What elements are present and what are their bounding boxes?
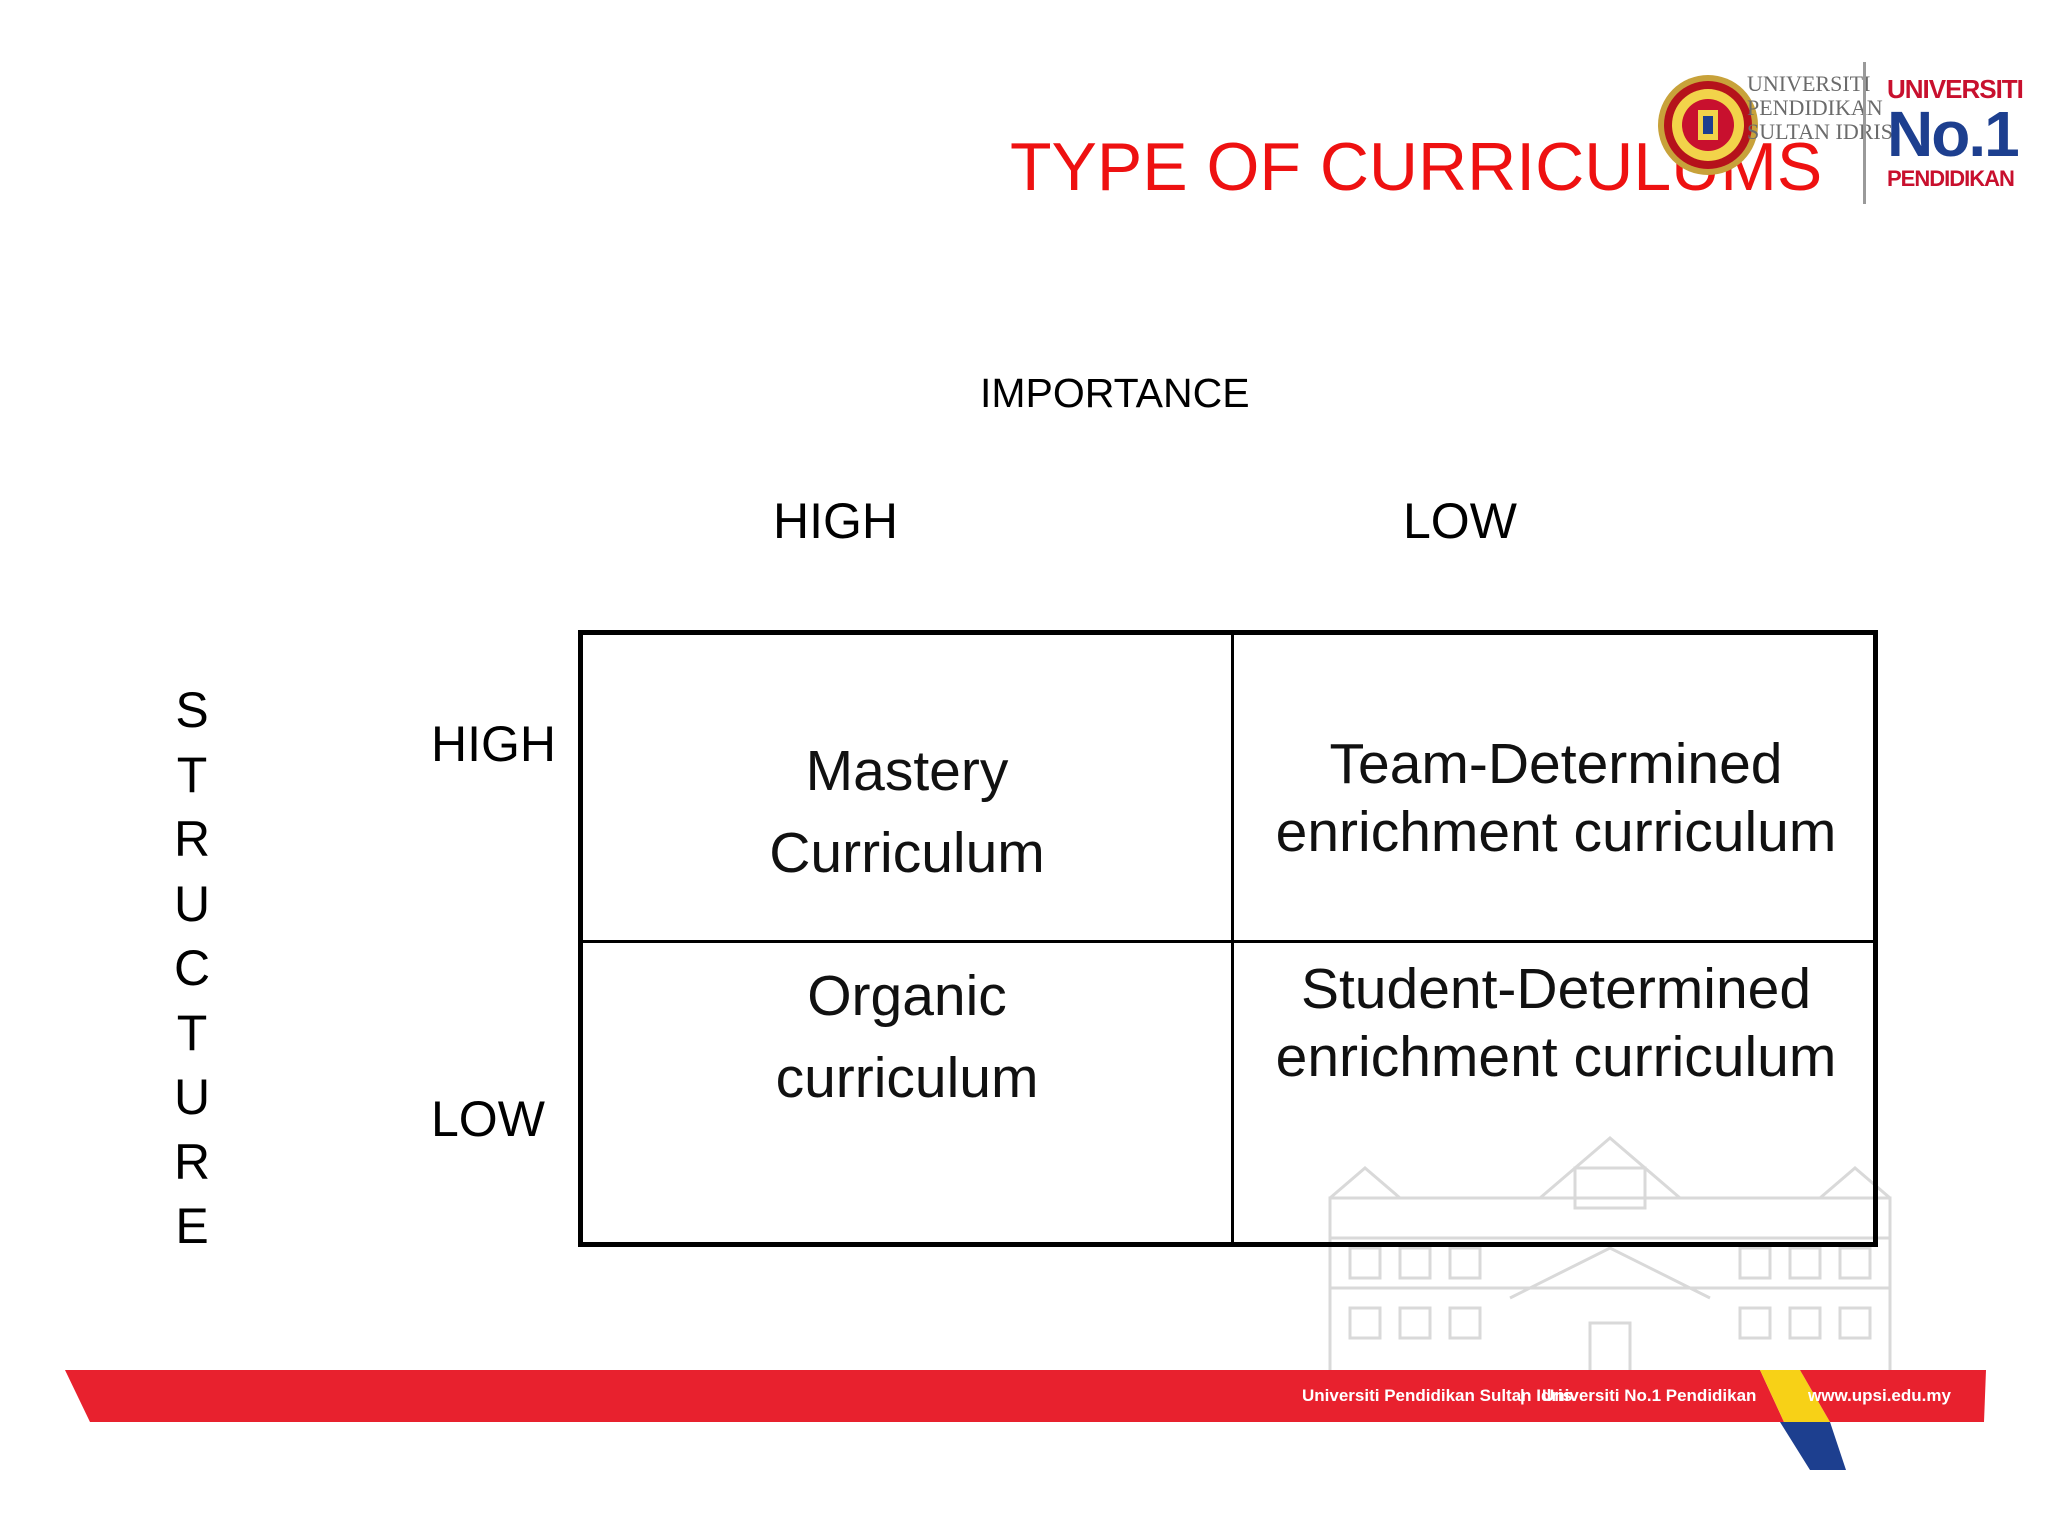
column-header-low: LOW [1403, 493, 1517, 549]
cell-low-structure-low-importance: Student-Determined enrichment curriculum [1234, 955, 1878, 1091]
y-axis-letter: T [176, 1004, 208, 1061]
footer-website-link[interactable]: www.upsi.edu.my [1808, 1386, 1951, 1405]
logo-line-1: UNIVERSITI [1747, 71, 1871, 96]
y-axis-label: S T R U C T U R E [170, 678, 214, 1259]
grid-horizontal-divider [583, 940, 1873, 943]
cell-text-line: enrichment curriculum [1275, 1025, 1837, 1089]
logo-university-name: UNIVERSITI PENDIDIKAN SULTAN IDRIS [1747, 72, 1893, 144]
logo-line-2: PENDIDIKAN [1747, 95, 1883, 120]
y-axis-letter: S [175, 682, 209, 738]
grid-vertical-divider [1231, 635, 1234, 1242]
row-header-low: LOW [431, 1091, 545, 1147]
cell-high-structure-low-importance: Team-Determined enrichment curriculum [1234, 730, 1878, 866]
footer-university-name: Universiti Pendidikan Sultan Idris [1302, 1386, 1573, 1405]
logo-divider [1863, 62, 1866, 204]
logo-right-bottom: PENDIDIKAN [1887, 166, 2015, 191]
cell-text-line: Team-Determined [1329, 732, 1783, 796]
logo-line-3: SULTAN IDRIS [1747, 119, 1893, 144]
cell-low-structure-high-importance: Organic curriculum [583, 955, 1231, 1119]
y-axis-letter: T [176, 746, 208, 803]
footer-banner [65, 1370, 1986, 1470]
university-logo: UNIVERSITI PENDIDIKAN SULTAN IDRIS UNIVE… [1645, 58, 2024, 208]
row-header-high: HIGH [431, 716, 556, 772]
cell-text-line: Student-Determined [1300, 957, 1812, 1021]
footer-separator: | [1520, 1386, 1525, 1405]
university-seal-icon [1658, 75, 1758, 175]
cell-text-line: curriculum [775, 1046, 1039, 1110]
cell-text-line: Curriculum [769, 821, 1045, 885]
x-axis-label: IMPORTANCE [980, 370, 1250, 416]
y-axis-letter: U [173, 1069, 211, 1125]
logo-right-number: No.1 [1887, 98, 2020, 170]
logo-right-top: UNIVERSITI [1887, 74, 2024, 104]
cell-text-line: enrichment curriculum [1275, 800, 1837, 864]
y-axis-letter: E [175, 1198, 209, 1254]
y-axis-letter: U [173, 875, 211, 932]
curriculum-matrix: Mastery Curriculum Team-Determined enric… [578, 630, 1878, 1247]
cell-high-structure-high-importance: Mastery Curriculum [583, 730, 1231, 894]
column-header-high: HIGH [773, 493, 898, 549]
footer-slogan: Universiti No.1 Pendidikan [1542, 1386, 1757, 1405]
y-axis-letter: R [173, 811, 211, 867]
y-axis-letter: R [173, 1133, 211, 1190]
cell-text-line: Organic [807, 964, 1007, 1028]
cell-text-line: Mastery [805, 739, 1009, 803]
y-axis-letter: C [173, 940, 211, 996]
